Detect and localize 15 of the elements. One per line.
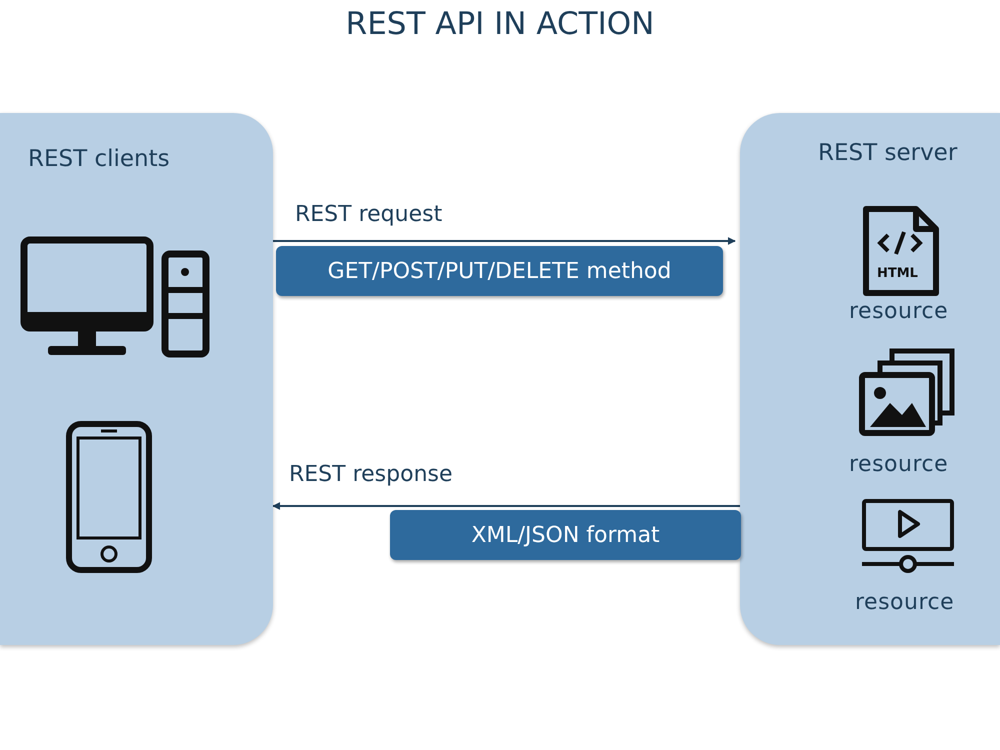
arrow bbox=[272, 502, 740, 510]
diagram-title: REST API IN ACTION bbox=[344, 6, 656, 42]
edge-label: REST response bbox=[289, 462, 453, 487]
icon-caption: HTML bbox=[877, 266, 918, 281]
edge-label: REST request bbox=[295, 202, 442, 227]
resource-label: resource bbox=[849, 299, 948, 324]
panel-heading: REST server bbox=[818, 140, 958, 166]
panel-heading: REST clients bbox=[28, 146, 170, 172]
method-tag: GET/POST/PUT/DELETE method bbox=[276, 246, 723, 296]
arrow bbox=[273, 237, 736, 245]
group-panel bbox=[740, 113, 1000, 645]
resource-label: resource bbox=[849, 452, 948, 477]
resource-label: resource bbox=[855, 590, 954, 615]
format-tag: XML/JSON format bbox=[390, 510, 741, 560]
group-panel bbox=[0, 113, 273, 645]
